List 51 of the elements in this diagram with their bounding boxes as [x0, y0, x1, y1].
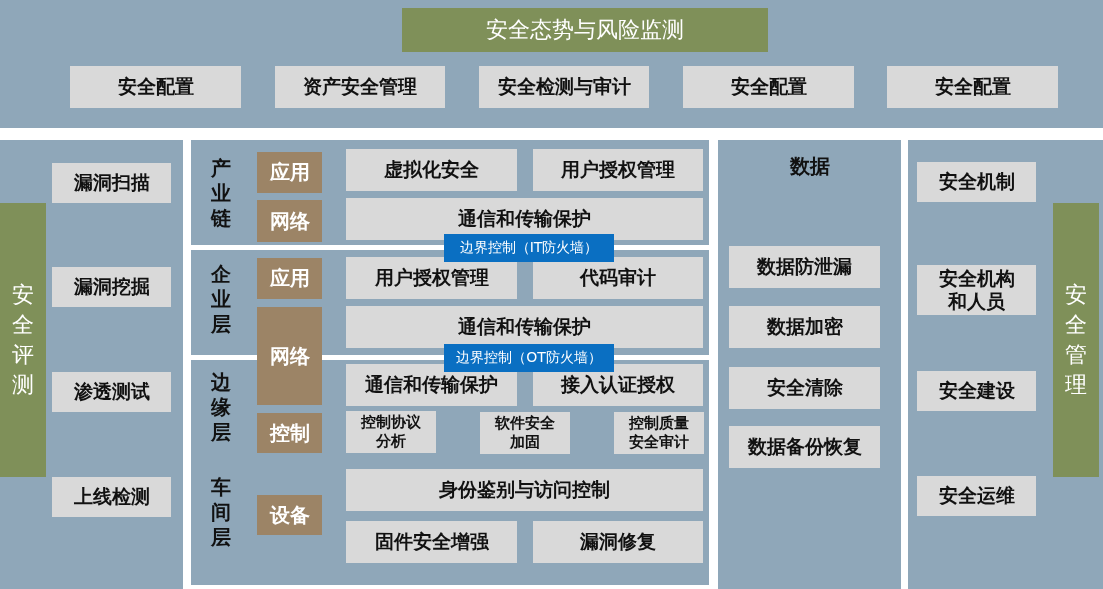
- security-item: 安全清除: [729, 367, 880, 409]
- security-item: 控制协议分析: [346, 411, 436, 453]
- security-item: 渗透测试: [52, 372, 171, 412]
- category-tag: 应用: [257, 152, 322, 193]
- security-item: 数据加密: [729, 306, 880, 348]
- security-item: 身份鉴别与访问控制: [346, 469, 703, 511]
- security-item: 控制质量安全审计: [614, 412, 704, 454]
- category-tag: 网络: [257, 307, 322, 405]
- security-item: 用户授权管理: [533, 149, 703, 191]
- section-banner: 安全态势与风险监测: [402, 8, 768, 52]
- security-item: 上线检测: [52, 477, 171, 517]
- security-item: 安全配置: [683, 66, 854, 108]
- layer-panel: [718, 140, 901, 589]
- security-item: 安全机构和人员: [917, 265, 1036, 315]
- security-item: 通信和传输保护: [346, 364, 517, 406]
- security-item: 安全配置: [887, 66, 1058, 108]
- security-item: 数据备份恢复: [729, 426, 880, 468]
- security-item: 安全检测与审计: [479, 66, 649, 108]
- firewall-banner: 边界控制（IT防火墙）: [444, 234, 614, 262]
- layer-panel: [908, 140, 1103, 589]
- security-item: 安全机制: [917, 162, 1036, 202]
- layer-heading: 产业链: [209, 156, 232, 231]
- category-tag: 网络: [257, 200, 322, 242]
- layer-heading: 数据: [788, 154, 831, 179]
- category-tag: 设备: [257, 495, 322, 535]
- section-banner: 安全评测: [0, 203, 46, 477]
- security-item: 代码审计: [533, 257, 703, 299]
- security-item: 通信和传输保护: [346, 198, 703, 240]
- firewall-banner: 边界控制（OT防火墙）: [444, 344, 614, 372]
- security-item: 漏洞修复: [533, 521, 703, 563]
- security-item: 固件安全增强: [346, 521, 517, 563]
- security-item: 安全建设: [917, 371, 1036, 411]
- layer-panel: [0, 140, 183, 589]
- layer-heading: 边缘层: [210, 370, 232, 445]
- security-item: 漏洞扫描: [52, 163, 171, 203]
- security-item: 数据防泄漏: [729, 246, 880, 288]
- security-item: 用户授权管理: [346, 257, 517, 299]
- security-item: 漏洞挖掘: [52, 267, 171, 307]
- security-item: 接入认证授权: [533, 364, 703, 406]
- category-tag: 应用: [257, 258, 322, 299]
- category-tag: 控制: [257, 413, 322, 453]
- layer-heading: 企业层: [210, 262, 232, 337]
- security-item: 通信和传输保护: [346, 306, 703, 348]
- security-item: 资产安全管理: [275, 66, 445, 108]
- security-item: 安全配置: [70, 66, 241, 108]
- layer-heading: 车间层: [210, 475, 232, 550]
- security-item: 软件安全加固: [480, 412, 570, 454]
- security-item: 安全运维: [917, 476, 1036, 516]
- section-banner: 安全管理: [1053, 203, 1099, 477]
- security-item: 虚拟化安全: [346, 149, 517, 191]
- layer-panel: [0, 0, 1103, 128]
